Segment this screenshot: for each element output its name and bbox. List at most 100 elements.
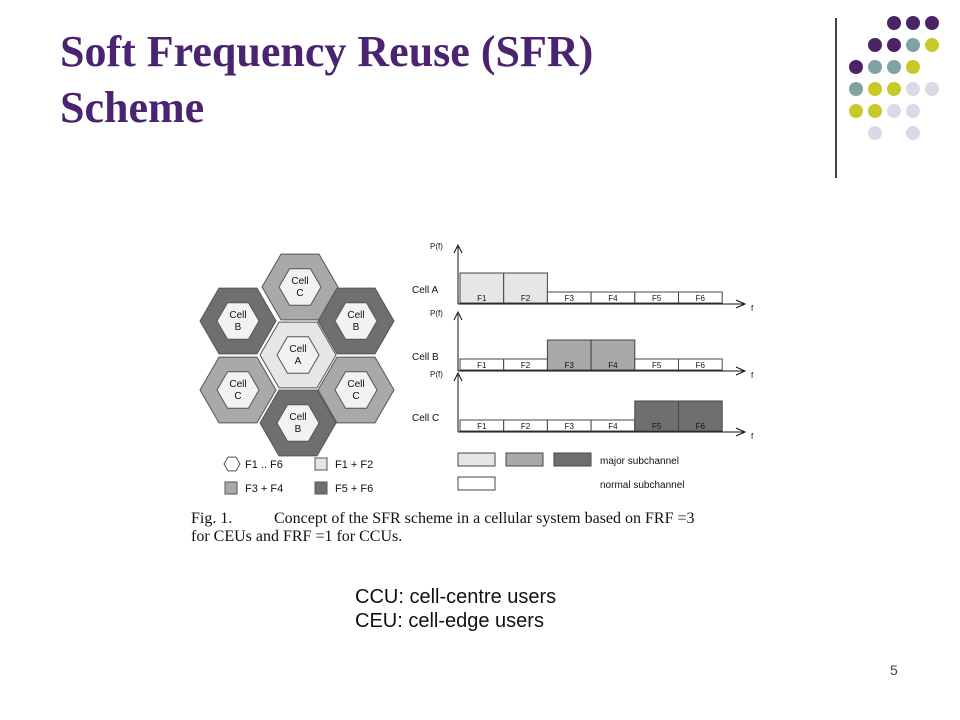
decorative-dot [849,82,863,96]
hex-cell-label: Cell [289,344,306,355]
axis-x-arrow [735,427,747,437]
abbreviation-notes: CCU: cell-centre users CEU: cell-edge us… [355,585,556,633]
axis-x-arrow [735,299,747,309]
decorative-dot [906,82,920,96]
hex-cell-label: C [352,391,359,402]
decorative-dot [868,82,882,96]
subband-label: F4 [608,294,618,303]
axis-y-arrow [453,243,463,254]
hex-cell-inner [216,371,260,409]
caption-line-2: for CEUs and FRF =1 for CCUs. [191,528,403,545]
legend-swatch-normal [457,476,496,491]
subband-label: F5 [652,361,662,370]
decorative-dot [868,38,882,52]
hex-legend-swatch [223,456,241,472]
subband [503,272,548,304]
legend-swatch-major [553,452,592,467]
decorative-dot [849,104,863,118]
hex-cell-inner [276,404,320,442]
subband-label: F2 [521,422,531,431]
subband-label: F3 [565,361,575,370]
decorative-dot [925,82,939,96]
subband [678,291,723,304]
hex-cell-label: C [234,391,241,402]
note-ccu: CCU: cell-centre users [355,586,557,608]
subband [590,339,636,371]
subband-label: F3 [565,422,575,431]
axis-x-label: f [751,432,754,441]
decorative-dot [868,126,882,140]
hex-cell-label: B [295,424,302,435]
axis-y-label: P(f) [430,309,443,318]
legend-major-label: major subchannel [600,456,679,467]
hex-cell-label: Cell [229,310,246,321]
decorative-dot [906,104,920,118]
page-number: 5 [890,662,898,678]
hex-cell-label: C [296,288,303,299]
decorative-dot [849,60,863,74]
hex-legend-item: F1 .. F6 [223,456,283,472]
subband-label: F5 [652,294,662,303]
hex-cell-label: Cell [289,412,306,423]
hex-legend-label: F1 .. F6 [245,459,283,471]
hex-legend-swatch [314,481,328,495]
hex-cell-label: Cell [347,379,364,390]
decorative-dot [906,60,920,74]
slide-title: Soft Frequency Reuse (SFR) Scheme [60,24,800,136]
decorative-dot [868,104,882,118]
row-label: Cell C [412,413,439,424]
hex-cell-label: B [235,322,242,333]
hex-legend-label: F3 + F4 [245,483,283,495]
axis-x-arrow [735,366,747,376]
hex-legend-item: F5 + F6 [314,481,373,495]
legend-swatch-major [457,452,496,467]
decorative-dot [887,82,901,96]
subband-label: F1 [477,294,487,303]
subband-label: F1 [477,361,487,370]
hex-cell-inner [278,268,322,306]
row-label: Cell B [412,352,439,363]
axis-y-arrow [453,310,463,321]
axis-y-label: P(f) [430,370,443,379]
legend-swatch-major [505,452,544,467]
subband-label: F6 [696,294,706,303]
title-line-2: Scheme [60,83,205,132]
hex-cell-label: Cell [229,379,246,390]
row-label: Cell A [412,285,438,296]
subband [546,339,592,371]
subband-label: F5 [652,422,662,431]
figure-caption: Fig. 1. Concept of the SFR scheme in a ce… [191,510,791,546]
subband-label: F4 [608,361,618,370]
subband-label: F4 [608,422,618,431]
axis-x-label: f [751,371,754,380]
hex-legend-item: F1 + F2 [314,457,373,471]
hex-cell-label: Cell [291,276,308,287]
decorative-dot [906,126,920,140]
hex-legend-swatch [224,481,238,495]
legend-normal-label: normal subchannel [600,480,685,491]
hex-legend-label: F1 + F2 [335,459,373,471]
decorative-dot [887,60,901,74]
decorative-dot [906,38,920,52]
hex-cell-inner [334,371,378,409]
hex-cell-inner [216,302,260,340]
subband-label: F2 [521,294,531,303]
hex-cell-inner [334,302,378,340]
decorative-dot [925,16,939,30]
hex-cell-label: B [353,322,360,333]
caption-fig-number: Fig. 1. [191,510,233,527]
subband-label: F1 [477,422,487,431]
spectrum-legend: major subchannel normal subchannel [457,452,685,491]
note-ceu: CEU: cell-edge users [355,610,544,632]
subband [678,400,723,432]
decorative-dot [887,38,901,52]
subband-label: F3 [565,294,575,303]
title-divider [835,18,837,178]
caption-line-1: Concept of the SFR scheme in a cellular … [274,510,695,527]
